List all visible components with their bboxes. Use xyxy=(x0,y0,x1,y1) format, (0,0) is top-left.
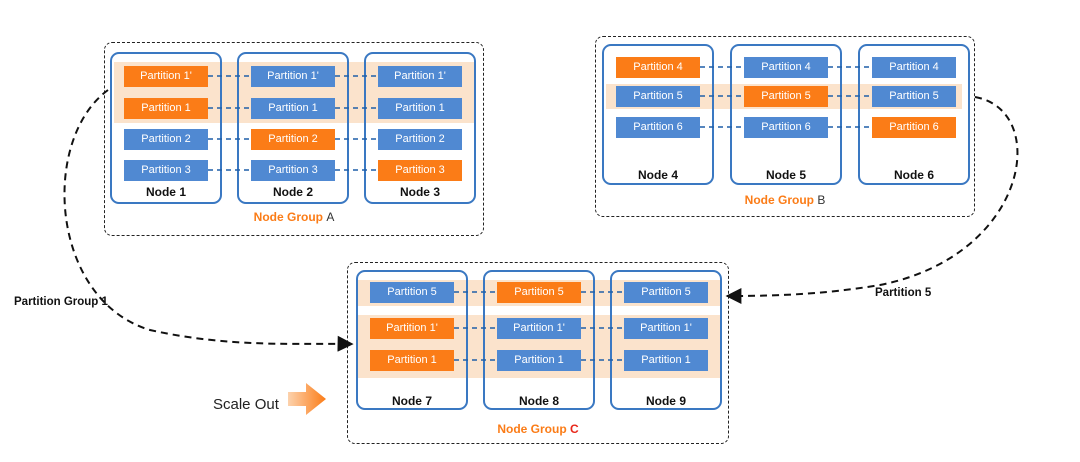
node-label: Node 1 xyxy=(145,185,186,199)
node-label: Node 3 xyxy=(399,185,440,199)
partition-box: Partition 1' xyxy=(624,318,708,339)
partition-box: Partition 1' xyxy=(370,318,454,339)
partition-5-label: Partition 5 xyxy=(875,287,932,299)
node-group-a xyxy=(104,42,484,236)
group-word: Node Group xyxy=(497,422,567,436)
node-label: Node 2 xyxy=(272,185,313,199)
partition-box: Partition 1 xyxy=(124,98,208,119)
node-7 xyxy=(356,270,468,410)
node-5 xyxy=(730,44,842,185)
node-label: Node 7 xyxy=(391,394,432,408)
node-group-c-label: Node Group C xyxy=(347,422,729,436)
partition-box: Partition 1' xyxy=(251,66,335,87)
partition-box: Partition 2 xyxy=(124,129,208,150)
partition-box: Partition 4 xyxy=(616,57,700,78)
node-1 xyxy=(110,52,222,204)
node-label: Node 5 xyxy=(765,168,806,182)
partition-box: Partition 1 xyxy=(378,98,462,119)
node-2 xyxy=(237,52,349,204)
scale-out-arrow-icon xyxy=(288,383,326,415)
node-group-b-label: Node Group B xyxy=(595,193,975,207)
group-word: Node Group xyxy=(253,210,323,224)
partition-box: Partition 1' xyxy=(378,66,462,87)
partition-box: Partition 3 xyxy=(251,160,335,181)
node-9 xyxy=(610,270,722,410)
node-8 xyxy=(483,270,595,410)
partition-box: Partition 1' xyxy=(124,66,208,87)
group-word: Node Group xyxy=(744,193,814,207)
partition-box: Partition 5 xyxy=(616,86,700,107)
partition-5-arrow xyxy=(725,96,1019,304)
partition-box: Partition 5 xyxy=(370,282,454,303)
node-label: Node 6 xyxy=(893,168,934,182)
partition-box: Partition 2 xyxy=(378,129,462,150)
partition-box: Partition 4 xyxy=(872,57,956,78)
node-3 xyxy=(364,52,476,204)
node-label: Node 8 xyxy=(518,394,559,408)
node-group-c xyxy=(347,262,729,444)
node-label: Node 4 xyxy=(637,168,678,182)
partition-box: Partition 5 xyxy=(497,282,581,303)
partition-box: Partition 4 xyxy=(744,57,828,78)
partition-box: Partition 6 xyxy=(872,117,956,138)
partition-box: Partition 1 xyxy=(624,350,708,371)
partition-box: Partition 5 xyxy=(872,86,956,107)
partition-group-1-label: Partition Group 1 xyxy=(14,296,108,308)
scale-out-label: Scale Out xyxy=(213,396,279,413)
partition-group-1-arrow xyxy=(63,89,354,352)
group-letter: C xyxy=(570,422,579,436)
replica-links xyxy=(208,66,872,361)
node-group-b xyxy=(595,36,975,217)
partition-box: Partition 3 xyxy=(378,160,462,181)
partition-box: Partition 2 xyxy=(251,129,335,150)
partition-box: Partition 5 xyxy=(744,86,828,107)
partition-box: Partition 3 xyxy=(124,160,208,181)
group-letter: B xyxy=(817,193,826,207)
partition-box: Partition 1 xyxy=(370,350,454,371)
partition-box: Partition 6 xyxy=(616,117,700,138)
partition-box: Partition 1 xyxy=(497,350,581,371)
node-6 xyxy=(858,44,970,185)
partition-box: Partition 1 xyxy=(251,98,335,119)
partition-box: Partition 5 xyxy=(624,282,708,303)
node-label: Node 9 xyxy=(645,394,686,408)
partition-box: Partition 6 xyxy=(744,117,828,138)
node-4 xyxy=(602,44,714,185)
node-group-a-label: Node Group A xyxy=(104,210,484,224)
group-letter: A xyxy=(326,210,335,224)
partition-box: Partition 1' xyxy=(497,318,581,339)
